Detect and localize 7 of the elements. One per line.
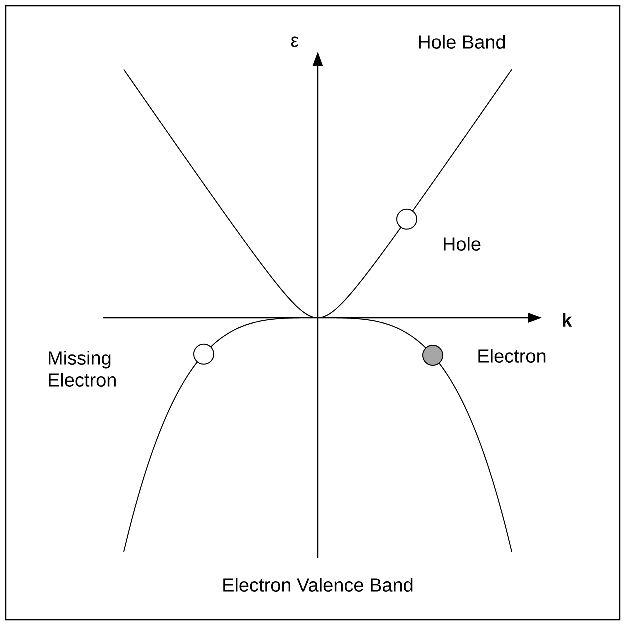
axis-label: Hole [444, 237, 481, 251]
axis-label: Electron [478, 349, 546, 363]
axis-label: Hole Band [419, 35, 506, 49]
axis-label: k [563, 313, 572, 327]
axis-label: ε [291, 36, 299, 48]
axis-label: Missing Electron [49, 351, 116, 387]
axis-label: Electron Valence Band [224, 578, 413, 592]
